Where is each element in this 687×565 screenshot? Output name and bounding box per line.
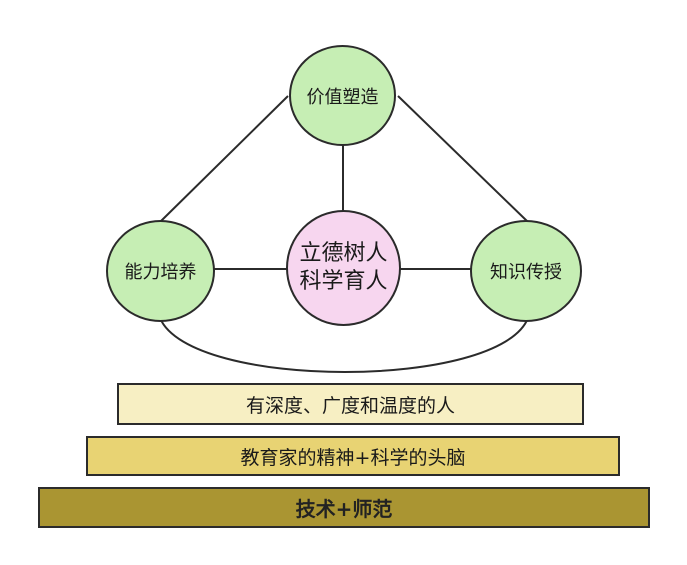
tier-middle-label: 教育家的精神+科学的头脑 xyxy=(240,446,466,469)
node-ability-cultivation-label: 能力培养 xyxy=(124,262,197,283)
link-top-right xyxy=(397,95,529,223)
tier-base-label: 技术+师范 xyxy=(295,497,393,521)
link-left-right-arc xyxy=(159,317,529,373)
node-core-goal-line1: 立德树人 xyxy=(299,241,388,266)
tier-top-label: 有深度、广度和温度的人 xyxy=(245,394,455,417)
node-ability-cultivation: 能力培养 xyxy=(106,220,215,322)
node-knowledge-transfer-label: 知识传授 xyxy=(490,262,562,283)
node-core-goal: 立德树人 科学育人 xyxy=(286,210,401,326)
link-top-left xyxy=(159,95,289,223)
node-value-shaping: 价值塑造 xyxy=(289,45,396,146)
node-core-goal-text: 立德树人 科学育人 xyxy=(299,240,387,296)
node-knowledge-transfer: 知识传授 xyxy=(470,220,582,322)
node-value-shaping-label: 价值塑造 xyxy=(306,86,379,108)
tier-base: 技术+师范 xyxy=(38,487,650,528)
tier-top: 有深度、广度和温度的人 xyxy=(117,383,584,425)
node-core-goal-line2: 科学育人 xyxy=(299,269,388,294)
tier-middle: 教育家的精神+科学的头脑 xyxy=(86,436,620,476)
